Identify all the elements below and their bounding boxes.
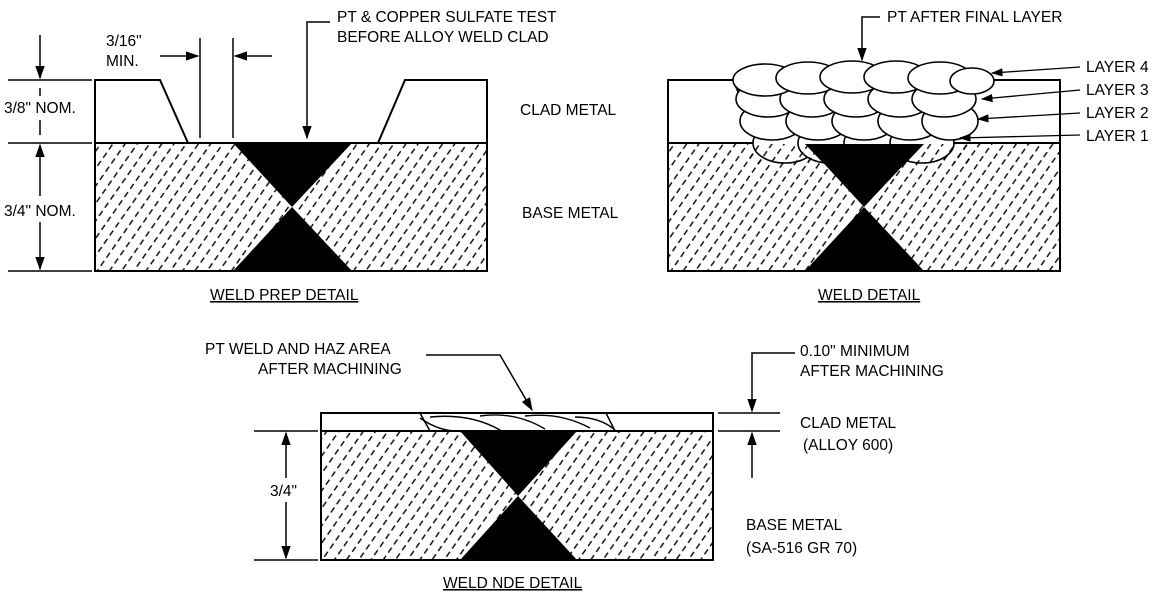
nde-machined-beads [419, 414, 616, 432]
nde-weld-upper-triangle [460, 431, 577, 496]
weld-lower-triangle [805, 207, 924, 271]
layer3-leader [980, 89, 1081, 103]
test-leader [302, 21, 330, 140]
pt-final-leader [857, 16, 880, 62]
pt-weld-line2: AFTER MACHINING [258, 361, 402, 378]
clad-metal-label: CLAD METAL [520, 102, 617, 119]
layer4-label: LAYER 4 [1086, 59, 1149, 76]
nde-weld-lower-triangle [460, 496, 577, 560]
bead-l4-f [949, 67, 995, 95]
layer4-leader [990, 66, 1081, 77]
weld-prep-title: WELD PREP DETAIL [210, 287, 359, 304]
weld-detail: PT AFTER FINAL LAYER LAYER 4 LAYER 3 LAY… [667, 9, 1149, 304]
nde-clad-layer [320, 412, 714, 432]
test-label-line2: BEFORE ALLOY WELD CLAD [337, 29, 549, 46]
nde-bead-c [479, 414, 546, 430]
nde-bead-e [574, 416, 616, 431]
nde-base-label-line1: BASE METAL [746, 517, 843, 534]
pt-weld-line1: PT WELD AND HAZ AREA [205, 341, 391, 358]
nde-bead-d [524, 414, 591, 429]
nde-clad-label-line1: CLAD METAL [800, 415, 897, 432]
gap-dim-value: 3/16" [106, 33, 142, 50]
nde-base-label-line2: (SA-516 GR 70) [746, 540, 857, 557]
pt-weld-leader [426, 354, 533, 412]
min-label-line1: 0.10" MINIMUM [800, 343, 910, 360]
layer1-leader [958, 133, 1081, 142]
min-arrow-down [747, 352, 795, 413]
nde-bead-edge-left [419, 412, 431, 432]
weld-nde-detail: PT WELD AND HAZ AREA AFTER MACHINING 0.1… [205, 341, 944, 592]
prep-clad-left [94, 79, 190, 144]
nde-clad-label-line2: (ALLOY 600) [803, 437, 893, 454]
prep-clad-right [376, 79, 488, 144]
prep-weld-lower-triangle [233, 207, 352, 271]
nde-bead-edge-right [605, 412, 616, 432]
weld-nde-title: WELD NDE DETAIL [443, 575, 583, 592]
weld-detail-title: WELD DETAIL [818, 287, 921, 304]
clad-thickness-dim: 3/8" NOM. [4, 100, 76, 117]
nde-bead-b [429, 415, 501, 431]
nde-thickness-dim: 3/4" [270, 483, 297, 500]
pt-final-label: PT AFTER FINAL LAYER [887, 9, 1062, 26]
base-metal-label: BASE METAL [522, 205, 619, 222]
gap-dim-note: MIN. [106, 53, 139, 70]
min-label-line2: AFTER MACHINING [800, 363, 944, 380]
base-thickness-dim: 3/4" NOM. [4, 203, 76, 220]
layer1-label: LAYER 1 [1086, 128, 1149, 145]
weld-prep-detail: 3/16" MIN. PT & COPPER SULFATE TEST BEFO… [4, 9, 619, 304]
test-label-line1: PT & COPPER SULFATE TEST [337, 9, 557, 26]
layer3-label: LAYER 3 [1086, 82, 1149, 99]
layer2-label: LAYER 2 [1086, 105, 1149, 122]
bead-mask-weld [805, 144, 924, 164]
prep-weld-upper-triangle [233, 143, 352, 207]
layer2-leader [976, 112, 1081, 123]
